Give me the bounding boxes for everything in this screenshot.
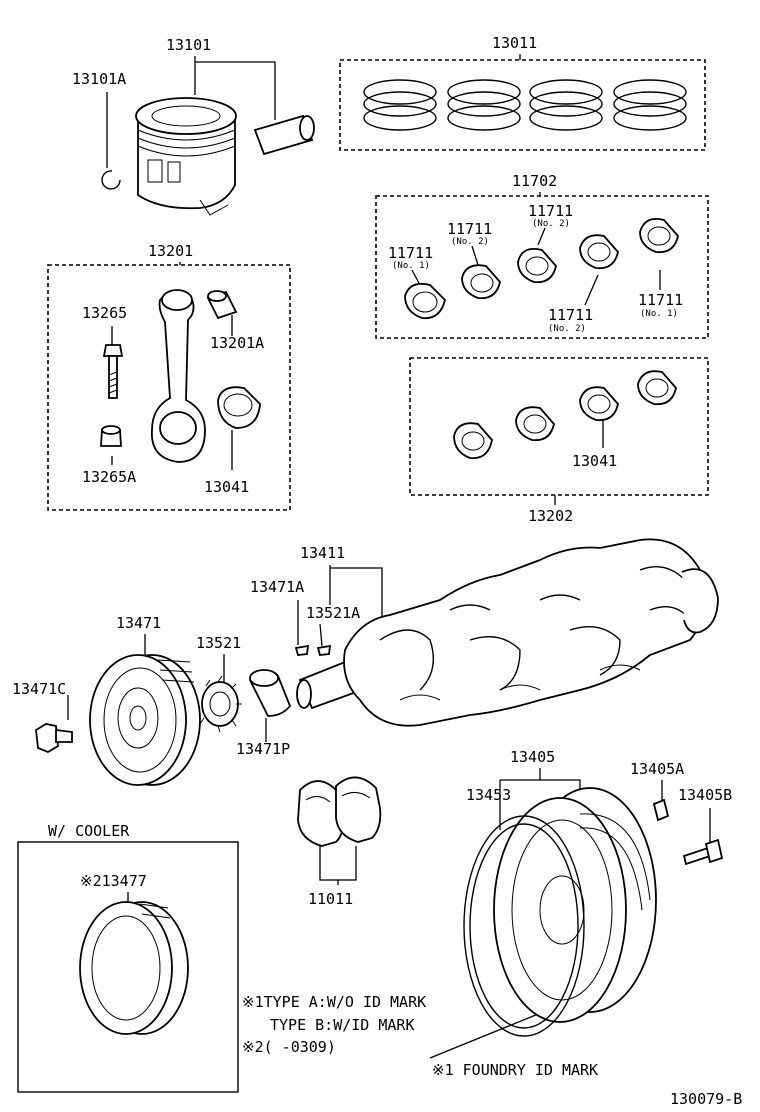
label-11711-e-note: (No. 1) [640, 309, 678, 319]
cooler-pulley-group: W/ COOLER ※213477 [17, 822, 239, 1093]
label-13265: 13265 [82, 304, 127, 322]
cooler-box [17, 841, 239, 1093]
spacer-13471p [248, 669, 292, 717]
rod-bearing-shell-4 [637, 370, 677, 406]
label-13471c: 13471C [12, 680, 66, 698]
rod-bearing-13041 [217, 386, 261, 429]
flywheel-13405 [493, 787, 657, 1023]
rod-bearing-shell-1 [453, 422, 493, 460]
crankshaft [296, 538, 719, 727]
label-11711-e: 11711 [638, 291, 683, 309]
label-11711-d-note: (No. 2) [548, 324, 586, 334]
ring-gear-13453 [463, 815, 585, 1037]
label-13411: 13411 [300, 544, 345, 562]
timing-gear-13521 [199, 675, 242, 733]
label-11711-c-note: (No. 2) [532, 219, 570, 229]
label-13041-a: 13041 [204, 478, 249, 496]
flywheel-group: 13405 13453 13405A 13405B [429, 748, 732, 1059]
notes-group: ※1TYPE A:W/O ID MARK TYPE B:W/ID MARK ※2… [242, 993, 742, 1108]
rod-nut-13265a [100, 425, 122, 447]
label-13453: 13453 [466, 786, 511, 804]
bearing-shell-5 [639, 217, 679, 254]
label-11711-c: 11711 [528, 202, 573, 220]
label-13202: 13202 [528, 507, 573, 525]
crank-pulley-13471 [89, 654, 201, 786]
key-13471a [294, 644, 310, 656]
diagram-code: 130079-B [670, 1090, 742, 1108]
cooler-pulley-213477 [79, 901, 189, 1035]
crankshaft-group: 13411 13471A 13521A [250, 538, 719, 727]
rod-bush-13201a [206, 290, 238, 320]
label-11711-b-note: (No. 2) [451, 237, 489, 247]
thrust-washers-group: 11011 [297, 776, 382, 908]
label-13101: 13101 [166, 36, 211, 54]
label-11011: 11011 [308, 890, 353, 908]
label-13405b: 13405B [678, 786, 732, 804]
label-13101a: 13101A [72, 70, 126, 88]
note-type-a: ※1TYPE A:W/O ID MARK [242, 993, 426, 1011]
pulley-group: 13471 13521 13471C 13471P [12, 614, 292, 786]
pulley-bolt-13471c [35, 723, 73, 754]
bearing-shell-3 [517, 247, 557, 284]
piston-13101 [135, 97, 237, 216]
label-13405: 13405 [510, 748, 555, 766]
label-13201: 13201 [148, 242, 193, 260]
ring-set-1 [363, 79, 437, 131]
label-11711-a-note: (No. 1) [392, 261, 430, 271]
bearing-shell-2 [461, 264, 501, 300]
label-13011: 13011 [492, 34, 537, 52]
piston-pin [253, 114, 315, 156]
rod-bearings-group: 13041 13202 [409, 357, 709, 525]
ring-set-4 [613, 79, 687, 131]
piston-group: 13101 13101A [72, 36, 315, 216]
label-11711-b: 11711 [447, 220, 492, 238]
flywheel-bolt-13405b [682, 838, 724, 866]
thrust-washer-2 [335, 776, 382, 843]
key-13521a [316, 644, 332, 656]
label-13201a: 13201A [210, 334, 264, 352]
label-11711-a: 11711 [388, 244, 433, 262]
ring-set-3 [529, 79, 603, 131]
snap-ring-13101a [101, 170, 121, 190]
connecting-rod-group: 13201 13265 13201A 13265A 13041 [47, 242, 291, 511]
label-11702: 11702 [512, 172, 557, 190]
note-range: ※2( -0309) [242, 1038, 336, 1056]
rod-bearing-shell-3 [579, 386, 619, 422]
label-13265a: 13265A [82, 468, 136, 486]
bearing-shell-1 [404, 282, 446, 320]
label-13041-b: 13041 [572, 452, 617, 470]
bearing-shell-4 [579, 234, 619, 270]
label-13471a: 13471A [250, 578, 304, 596]
dowel-pin-13405a [652, 798, 670, 822]
rod-bolt-13265 [102, 344, 124, 399]
label-13405a: 13405A [630, 760, 684, 778]
label-13471: 13471 [116, 614, 161, 632]
piston-rings-group: 13011 [339, 34, 706, 151]
note-type-b: TYPE B:W/ID MARK [270, 1016, 415, 1034]
label-13521a: 13521A [306, 604, 360, 622]
label-13471p: 13471P [236, 740, 290, 758]
label-13521: 13521 [196, 634, 241, 652]
main-bearings-group: 11702 11711 (No. 1) 11711 (No. 2) 11711 … [375, 172, 709, 339]
note-foundry-id: ※1 FOUNDRY ID MARK [432, 1061, 598, 1079]
label-213477: ※213477 [80, 872, 147, 890]
label-w-cooler: W/ COOLER [48, 822, 130, 840]
label-11711-d: 11711 [548, 306, 593, 324]
connecting-rod [151, 289, 206, 463]
ring-set-2 [447, 79, 521, 131]
rod-bearing-shell-2 [515, 406, 555, 442]
